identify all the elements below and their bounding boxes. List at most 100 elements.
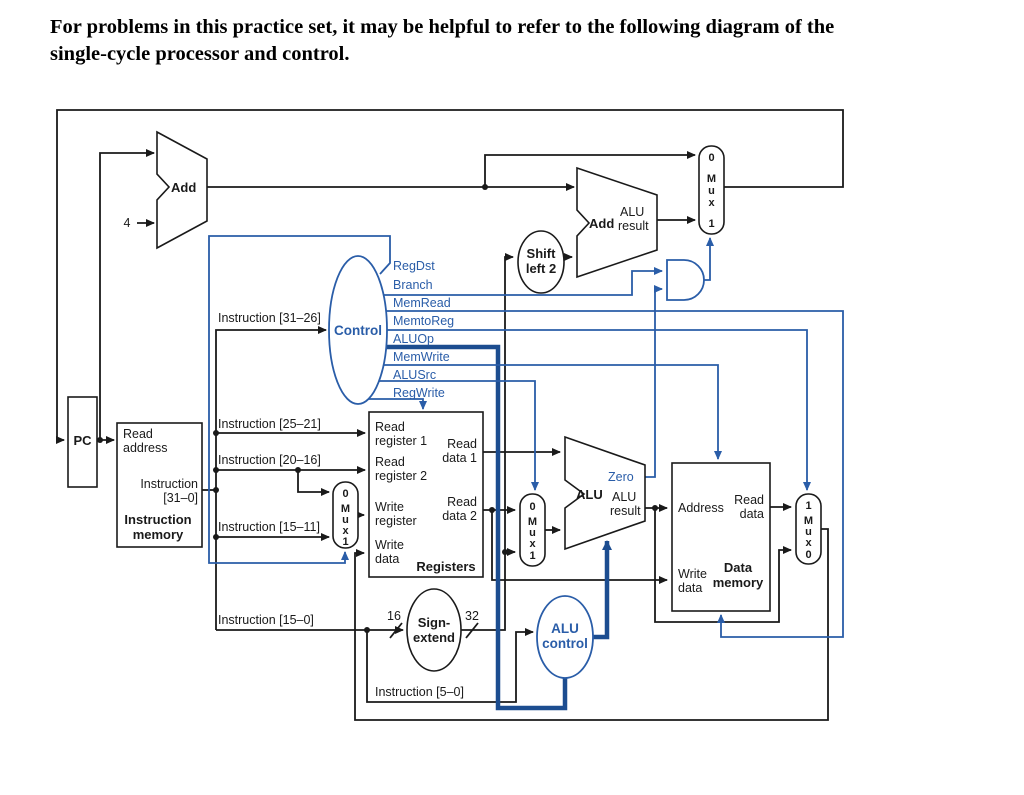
wire-branch <box>360 267 663 296</box>
wire-pc-src-mux-to-pc <box>56 109 844 444</box>
pc-block <box>67 396 98 488</box>
branch-add-result-2: result <box>618 219 649 233</box>
regs-read-data1-2: data 1 <box>442 451 477 465</box>
instr-25-21-label: Instruction [25–21] <box>218 417 321 431</box>
shift-left2-label-2: left 2 <box>526 261 556 276</box>
instr-5-0-label: Instruction [5–0] <box>375 685 464 699</box>
dmem-read-data-1: Read <box>734 493 764 507</box>
alu-result-2: result <box>610 504 641 518</box>
bus-width-32: 32 <box>465 609 479 623</box>
mux-label-0: 0 <box>708 152 714 164</box>
dmem-read-data-2: data <box>740 507 764 521</box>
bus-width-16: 16 <box>387 609 401 623</box>
mux-label-u: u <box>805 526 812 538</box>
branch-add-result-1: ALU <box>620 205 644 219</box>
data-memory-block <box>671 462 771 612</box>
shift-left-2-oval <box>517 230 565 294</box>
signal-memwrite: MemWrite <box>393 350 450 364</box>
mux-label-0: 0 <box>342 488 348 500</box>
signal-alusrc: ALUSrc <box>393 368 436 382</box>
control-oval <box>328 255 388 405</box>
wire-and-to-mux-select <box>704 237 714 281</box>
write-register-mux-labels: 0 M u x 1 <box>341 488 350 548</box>
regs-write-data-2: data <box>375 552 399 566</box>
sign-extend-label-1: Sign- <box>418 615 451 630</box>
signal-regwrite: RegWrite <box>393 386 445 400</box>
junction-bus-2521 <box>213 430 219 436</box>
wire-instr-20-16-to-mux <box>297 470 330 496</box>
mux-label-0: 0 <box>529 501 535 513</box>
alu-control-label-2: control <box>542 636 588 651</box>
mux-label-x: x <box>708 197 715 209</box>
mux-label-1: 1 <box>342 536 348 548</box>
dmem-title-1: Data <box>724 560 753 575</box>
memtoreg-mux <box>795 493 822 565</box>
mux-label-m: M <box>528 516 537 528</box>
wire-instruction-bus <box>215 326 327 630</box>
alu-label: ALU <box>576 487 603 502</box>
blue-control-wires <box>208 235 844 638</box>
dmem-title-2: memory <box>713 575 764 590</box>
junction-dots <box>97 184 658 633</box>
regs-write-data-1: Write <box>375 538 404 552</box>
mux-label-x: x <box>342 525 349 537</box>
alusrc-mux-labels: 0 M u x 1 <box>528 501 537 562</box>
signal-memtoreg: MemtoReg <box>393 314 454 328</box>
imem-read-address-2: address <box>123 441 167 455</box>
pc-src-mux <box>698 145 725 235</box>
signal-branch: Branch <box>393 278 433 292</box>
instruction-memory-block <box>116 422 203 548</box>
mux-label-1: 1 <box>529 550 535 562</box>
mux-label-1: 1 <box>805 500 811 512</box>
wire-memread <box>360 310 844 638</box>
regs-write-reg-1: Write <box>375 500 404 514</box>
wire-regdst <box>208 235 391 564</box>
and-gate <box>666 259 705 301</box>
imem-title-1: Instruction <box>124 512 191 527</box>
instr-15-0-label: Instruction [15–0] <box>218 613 314 627</box>
signal-regdst: RegDst <box>393 259 435 273</box>
regs-read-reg1-1: Read <box>375 420 405 434</box>
regs-read-data1-1: Read <box>447 437 477 451</box>
wire-memwrite <box>360 364 722 460</box>
junction-bus-1511 <box>213 534 219 540</box>
wire-pc-to-add <box>99 149 155 440</box>
regs-title: Registers <box>416 559 475 574</box>
pc-label: PC <box>73 433 92 448</box>
junction-bus-out <box>213 487 219 493</box>
regs-read-data2-1: Read <box>447 495 477 509</box>
mux-label-m: M <box>707 173 716 185</box>
shift-left2-label-1: Shift <box>527 246 557 261</box>
wire-instr-5-0-to-aluctl <box>366 628 534 703</box>
junction-150-split <box>364 627 370 633</box>
mux-label-u: u <box>342 514 349 526</box>
imem-read-address-1: Read <box>123 427 153 441</box>
const-4: 4 <box>124 216 131 230</box>
header-line-1: For problems in this practice set, it ma… <box>50 16 835 38</box>
junction-aluresult-split <box>652 505 658 511</box>
header-text: For problems in this practice set, it ma… <box>50 14 990 67</box>
add-label: Add <box>171 180 196 195</box>
alu-result-1: ALU <box>612 490 636 504</box>
regs-read-reg2-1: Read <box>375 455 405 469</box>
instr-31-26-label: Instruction [31–26] <box>218 311 321 325</box>
add-adder <box>156 130 208 250</box>
mux-label-x: x <box>529 538 536 550</box>
signal-memread: MemRead <box>393 296 451 310</box>
mux-label-0: 0 <box>805 549 811 561</box>
alu-zero-label: Zero <box>608 470 634 484</box>
instr-20-16-label: Instruction [20–16] <box>218 453 321 467</box>
junction-readdata2-split <box>489 507 495 513</box>
alu-control-oval <box>536 595 594 679</box>
dmem-address: Address <box>678 501 724 515</box>
junction-bus-2016 <box>213 467 219 473</box>
control-label: Control <box>334 323 382 338</box>
branch-add-adder <box>576 166 658 279</box>
wire-signext-to-shift <box>455 253 514 631</box>
alu-control-label-1: ALU <box>551 621 579 636</box>
wire-alusrc <box>360 380 539 491</box>
wire-aluop <box>360 344 568 711</box>
regs-read-reg2-2: register 2 <box>375 469 427 483</box>
